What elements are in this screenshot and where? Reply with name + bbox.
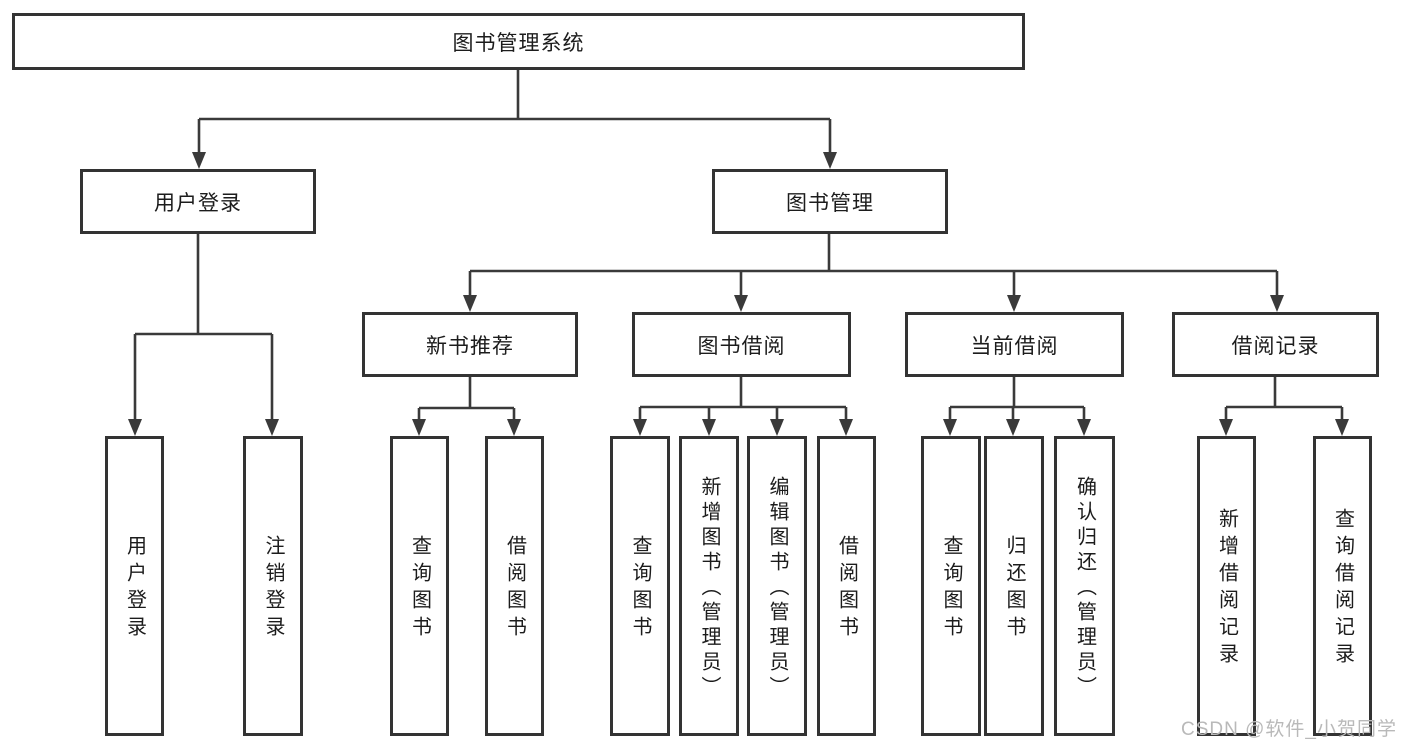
node-label: 当前借阅 (970, 334, 1059, 358)
leaf-label: 借阅图书 (503, 535, 526, 643)
leaf-add-borrow-record: 新增借阅记录 (1197, 436, 1256, 736)
leaf-query-books-borrowing: 查询图书 (610, 436, 670, 736)
leaf-label: 借阅图书 (835, 535, 858, 643)
node-label: 图书管理 (786, 191, 874, 215)
leaf-edit-books-admin: 编辑图书（管理员） (747, 436, 807, 736)
node-label: 新书推荐 (426, 334, 514, 358)
leaf-label: 查询图书 (408, 535, 431, 643)
leaf-logout: 注销登录 (243, 436, 303, 736)
leaf-borrow-books-recommend: 借阅图书 (485, 436, 544, 736)
node-borrow-records: 借阅记录 (1172, 312, 1379, 377)
leaf-user-login: 用户登录 (105, 436, 164, 736)
node-new-book-recommend: 新书推荐 (362, 312, 578, 377)
node-label: 借阅记录 (1231, 334, 1320, 358)
leaf-label: 注销登录 (262, 535, 284, 643)
node-label: 用户登录 (154, 191, 242, 215)
leaf-label: 归还图书 (1003, 535, 1025, 643)
leaf-label: 查询借阅记录 (1331, 508, 1354, 670)
leaf-label: 用户登录 (123, 535, 146, 643)
node-library-system: 图书管理系统 (12, 13, 1025, 70)
csdn-watermark: CSDN @软件_小贺同学 (1181, 719, 1397, 740)
leaf-confirm-return-admin: 确认归还（管理员） (1054, 436, 1115, 736)
leaf-query-books-current: 查询图书 (921, 436, 981, 736)
leaf-label: 编辑图书（管理员） (766, 475, 788, 701)
node-current-borrowing: 当前借阅 (905, 312, 1124, 377)
leaf-label: 确认归还（管理员） (1073, 475, 1096, 701)
leaf-query-books-recommend: 查询图书 (390, 436, 449, 736)
leaf-label: 新增借阅记录 (1215, 508, 1238, 670)
leaf-query-borrow-record: 查询借阅记录 (1313, 436, 1372, 736)
leaf-return-books: 归还图书 (984, 436, 1044, 736)
leaf-borrow-books: 借阅图书 (817, 436, 876, 736)
node-book-management: 图书管理 (712, 169, 948, 234)
node-book-borrowing: 图书借阅 (632, 312, 851, 377)
leaf-label: 查询图书 (940, 535, 962, 643)
node-label: 图书管理系统 (452, 31, 585, 55)
leaf-add-books-admin: 新增图书（管理员） (679, 436, 739, 736)
leaf-label: 新增图书（管理员） (698, 475, 720, 701)
node-label: 图书借阅 (697, 334, 786, 358)
leaf-label: 查询图书 (629, 535, 651, 643)
arrowheads (128, 152, 1349, 436)
node-user-login: 用户登录 (80, 169, 316, 234)
